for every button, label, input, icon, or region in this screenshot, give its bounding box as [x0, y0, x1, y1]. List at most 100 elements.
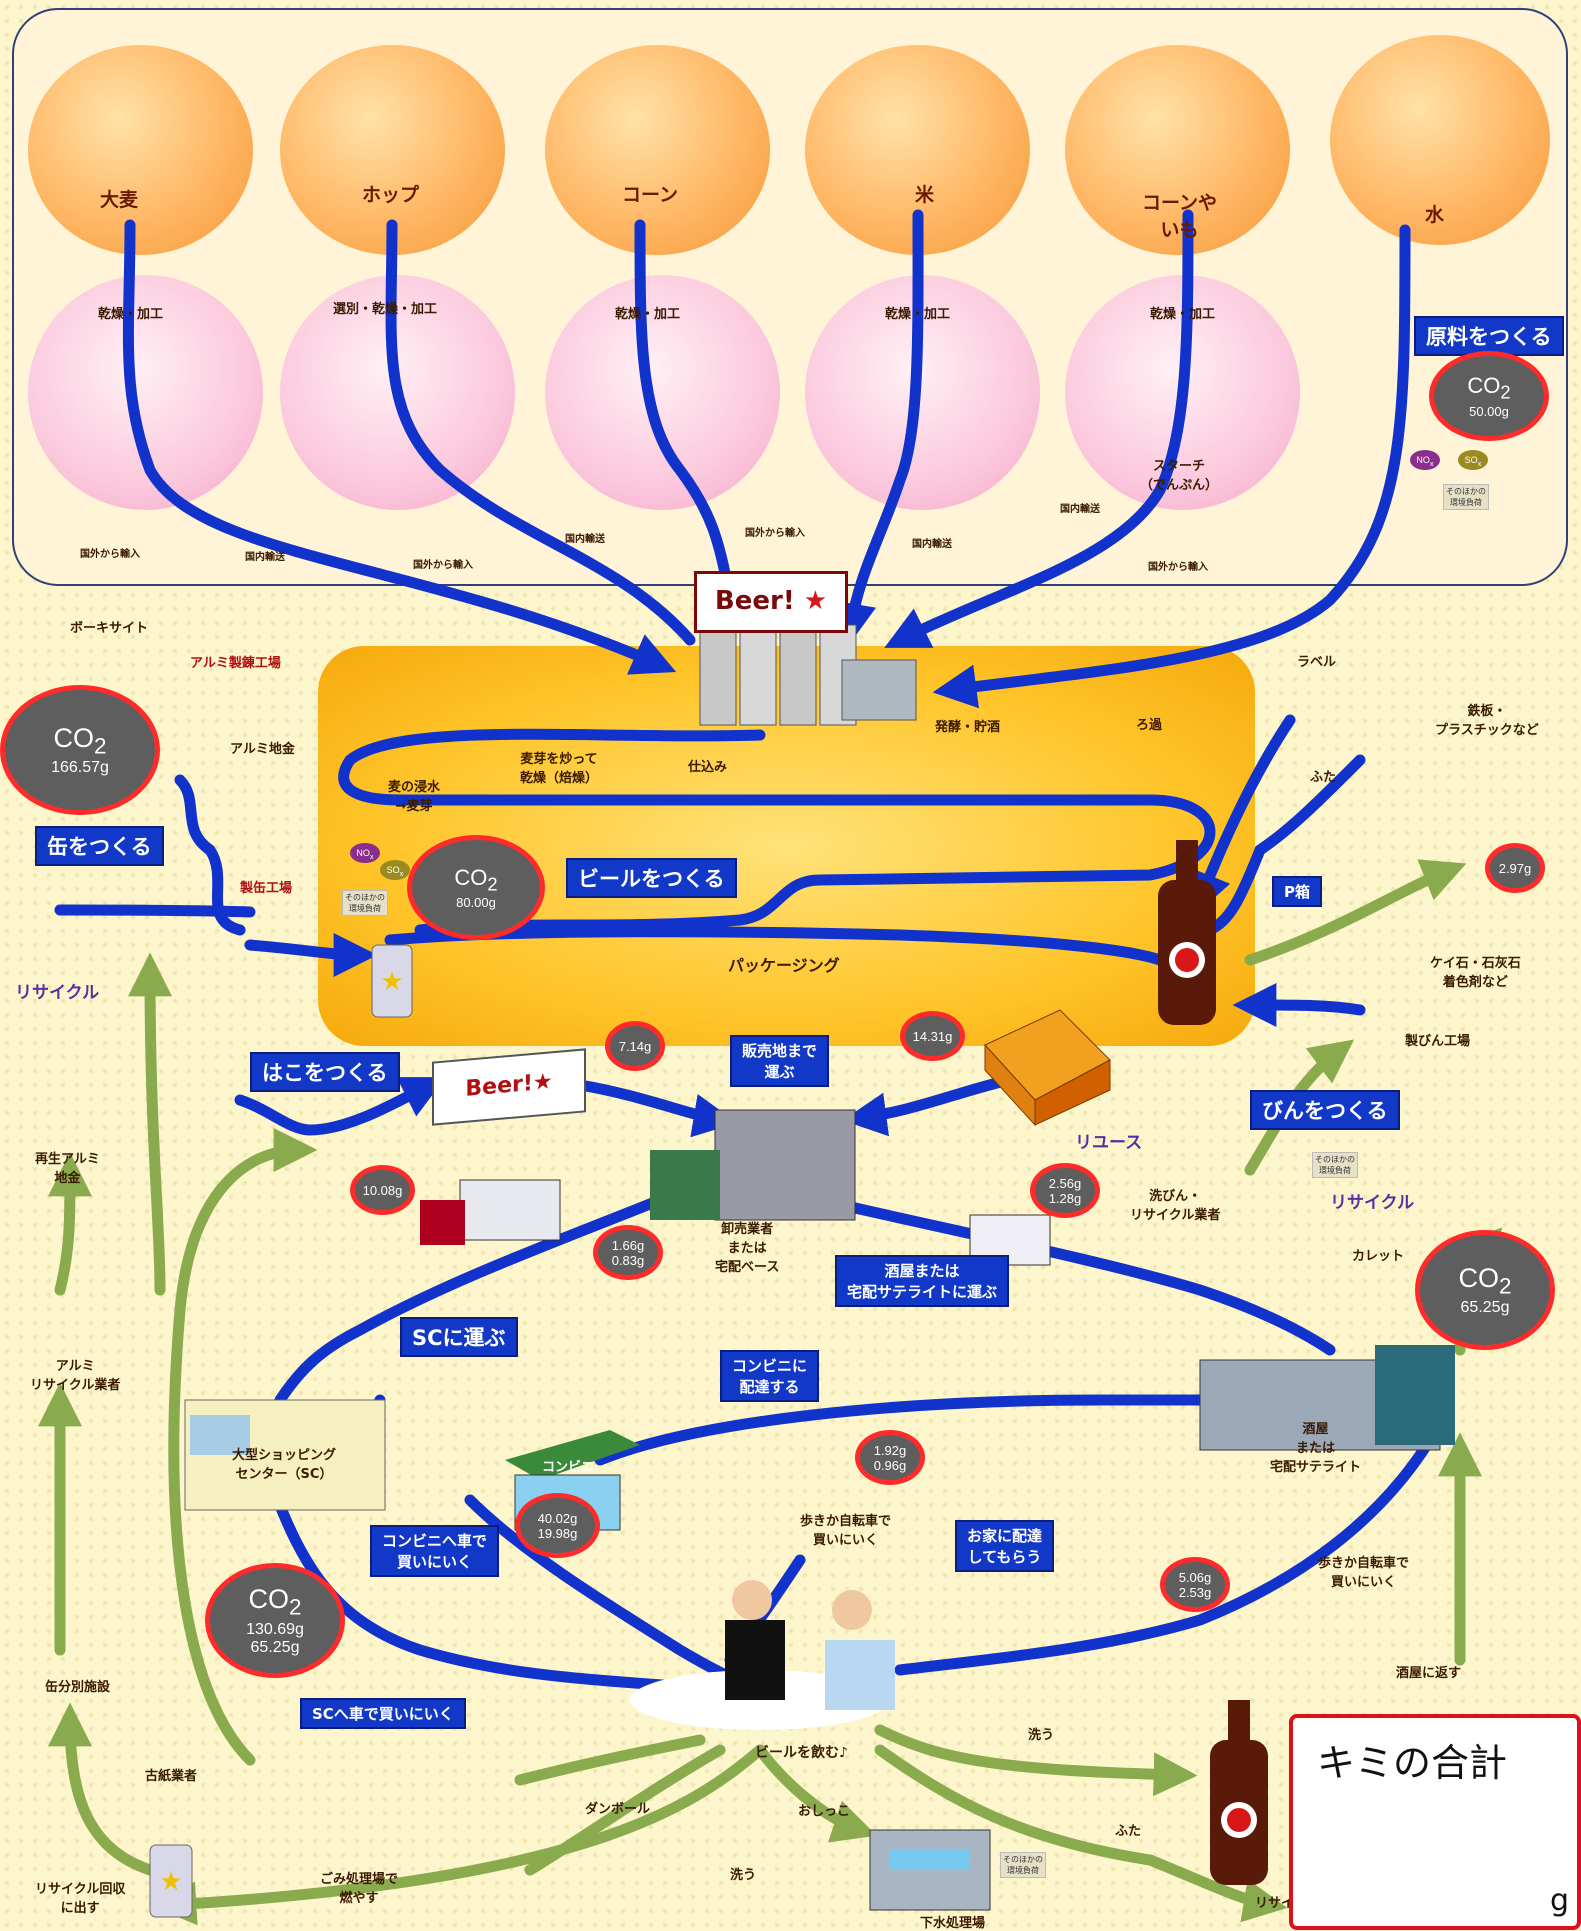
steel-plastic-label: 鉄板・ プラスチックなど: [1435, 704, 1539, 738]
sox-cloud-brewery: SOx: [380, 860, 410, 880]
import-label-1: 国外から輸入: [80, 549, 140, 560]
other-load-bottle: そのほかの 環境負荷: [1312, 1152, 1358, 1178]
crop-label-rice: 米: [915, 184, 935, 206]
crop-label-corn: コーン: [622, 184, 679, 206]
walk-cvs-label: 歩きか自転車で 買いにいく: [800, 1514, 892, 1548]
crop-ball-corn: [545, 45, 770, 255]
co2-cloud-cvs: 1.92g 0.96g: [860, 1435, 920, 1480]
label-label: ラベル: [1297, 655, 1337, 670]
arrow-to-bottle: [874, 1724, 1198, 1797]
arrow-to-liquor: [814, 1194, 1336, 1356]
arrow-hop: [385, 219, 696, 646]
sox-cloud-raw: SOx: [1458, 450, 1488, 470]
starch-label: スターチ （でんぷん）: [1140, 459, 1219, 493]
stage-label-box: はこをつくる: [250, 1052, 400, 1092]
arrow-corn: [634, 219, 736, 606]
arrow-to-cardboard: [514, 1734, 706, 1786]
recycled-ingot-label: 再生アルミ 地金: [35, 1152, 100, 1186]
arrow-water: [932, 224, 1411, 709]
arrow-recycle-can: [128, 952, 173, 1296]
arrow-can-to-brewery: [244, 932, 378, 977]
ingot-label: アルミ地金: [230, 742, 295, 757]
co2-cloud-box: 10.08g: [355, 1170, 410, 1210]
recycle-can-icon: ★: [149, 1844, 193, 1918]
return-liquor-label: 酒屋に返す: [1396, 1666, 1462, 1681]
brewery-silos-icon: [699, 624, 917, 726]
to-store-label: 販売地まで 運ぶ: [730, 1035, 830, 1087]
arrow-can-to-sort: [48, 1702, 156, 1876]
stage-label-raw-materials: 原料をつくる: [1414, 316, 1564, 356]
co2-label-4: CO2: [1458, 1262, 1512, 1299]
svg-text:★: ★: [380, 967, 403, 997]
sc-label: 大型ショッピング センター（SC）: [232, 1448, 337, 1482]
to-liquor-label: 酒屋または 宅配サテライトに運ぶ: [835, 1255, 1010, 1307]
cvs-label: コンビニ: [542, 1460, 595, 1475]
arrow-box-to-store: [574, 1079, 738, 1138]
co2-value-raw: 50.00g: [1469, 403, 1509, 419]
beer-sign-text: Beer!: [714, 586, 795, 616]
arrow-pbox: [1244, 859, 1467, 966]
arrow-to-sc: [274, 1194, 666, 1406]
crop-ball-potato: [1065, 45, 1290, 255]
process-label-5: 乾燥・加工: [1150, 307, 1216, 322]
delivery-label: お家に配達 してもらう: [955, 1520, 1055, 1572]
couple-drinking-icon: [630, 1580, 895, 1730]
co2-value-bottle: 65.25g: [1460, 1299, 1510, 1317]
other-load-brewery: そのほかの 環境負荷: [342, 890, 388, 916]
co2-cloud-sc: 1.66g 0.83g: [598, 1230, 658, 1275]
co2-label-5: CO2: [248, 1584, 302, 1620]
process-label-3: 乾燥・加工: [615, 307, 681, 322]
import-label-3: 国外から輸入: [745, 528, 805, 539]
co2-cloud-pbox: 2.97g: [1490, 848, 1540, 888]
can-sorting-label: 缶分別施設: [45, 1680, 111, 1695]
process-label-4: 乾燥・加工: [885, 307, 951, 322]
other-load-sewage: そのほかの 環境負荷: [1000, 1852, 1046, 1878]
beer-crate-icon: [984, 1009, 1111, 1127]
co2-value-cvs-car: 40.02g 19.98g: [537, 1510, 578, 1541]
silica-label: ケイ石・石灰石 着色剤など: [1430, 956, 1521, 990]
cardboard-label: ダンボール: [585, 1802, 651, 1817]
stage-label-bottle: びんをつくる: [1250, 1090, 1400, 1130]
can-factory-label: 製缶工場: [240, 881, 293, 896]
arrow-brewery-process: [338, 728, 1216, 936]
co2-cloud-raw: CO2 50.00g: [1434, 356, 1544, 436]
cvs-car-label: コンビニへ車で 買いにいく: [370, 1525, 500, 1577]
co2-cloud-liquor: 2.56g 1.28g: [1035, 1168, 1095, 1213]
arrow-sc-to-drink: [264, 1474, 726, 1696]
paper-recycler-label: 古紙業者: [145, 1769, 198, 1784]
beer-can-icon: ★: [371, 944, 413, 1018]
drink-label: ビールを飲む♪: [755, 1745, 848, 1761]
step-ferment: 発酵・貯酒: [935, 720, 1001, 735]
washing-label: 洗びん・ リサイクル業者: [1130, 1189, 1221, 1223]
arrow-bottle-factory: [1232, 983, 1366, 1028]
svg-text:★: ★: [159, 1867, 182, 1897]
crop-ball-barley: [28, 45, 253, 255]
aluminum-recycler-label: アルミ リサイクル業者: [30, 1359, 121, 1393]
other-load-raw: そのほかの 環境負荷: [1443, 484, 1489, 510]
arrow-barley: [122, 219, 677, 675]
nox-cloud-brewery: NOx: [350, 843, 380, 863]
total-score-box[interactable]: キミの合計 g: [1289, 1714, 1581, 1930]
nox-cloud-raw: NOx: [1410, 450, 1440, 470]
crop-ball-water: [1330, 35, 1550, 245]
co2-value-cvs: 1.92g 0.96g: [873, 1442, 907, 1473]
arrow-can-line: [54, 904, 256, 918]
co2-value-pbox: 2.97g: [1498, 860, 1532, 876]
total-title: キミの合計: [1317, 1741, 1508, 1785]
bottle-factory-label: 製びん工場: [1405, 1034, 1471, 1049]
step-filter: ろ過: [1136, 718, 1163, 733]
co2-cloud-store: 14.31g: [905, 1016, 960, 1056]
domestic-label-3: 国内輸送: [912, 539, 952, 550]
arrow-label: [1189, 714, 1296, 917]
sewage-plant-icon: [869, 1829, 991, 1911]
arrow-to-cap: [874, 1744, 1156, 1866]
co2-value-box-small: 7.14g: [618, 1038, 652, 1054]
truck-icon: [420, 1179, 561, 1245]
domestic-label-1: 国内輸送: [245, 552, 285, 563]
co2-label-3: CO2: [53, 722, 107, 759]
co2-value-liquor: 2.56g 1.28g: [1048, 1175, 1082, 1206]
co2-cloud-can: CO2 166.57g: [5, 690, 155, 810]
co2-value-brewery: 80.00g: [456, 895, 496, 911]
co2-value-can: 166.57g: [51, 759, 109, 777]
cap-label: ふた: [1310, 770, 1337, 785]
